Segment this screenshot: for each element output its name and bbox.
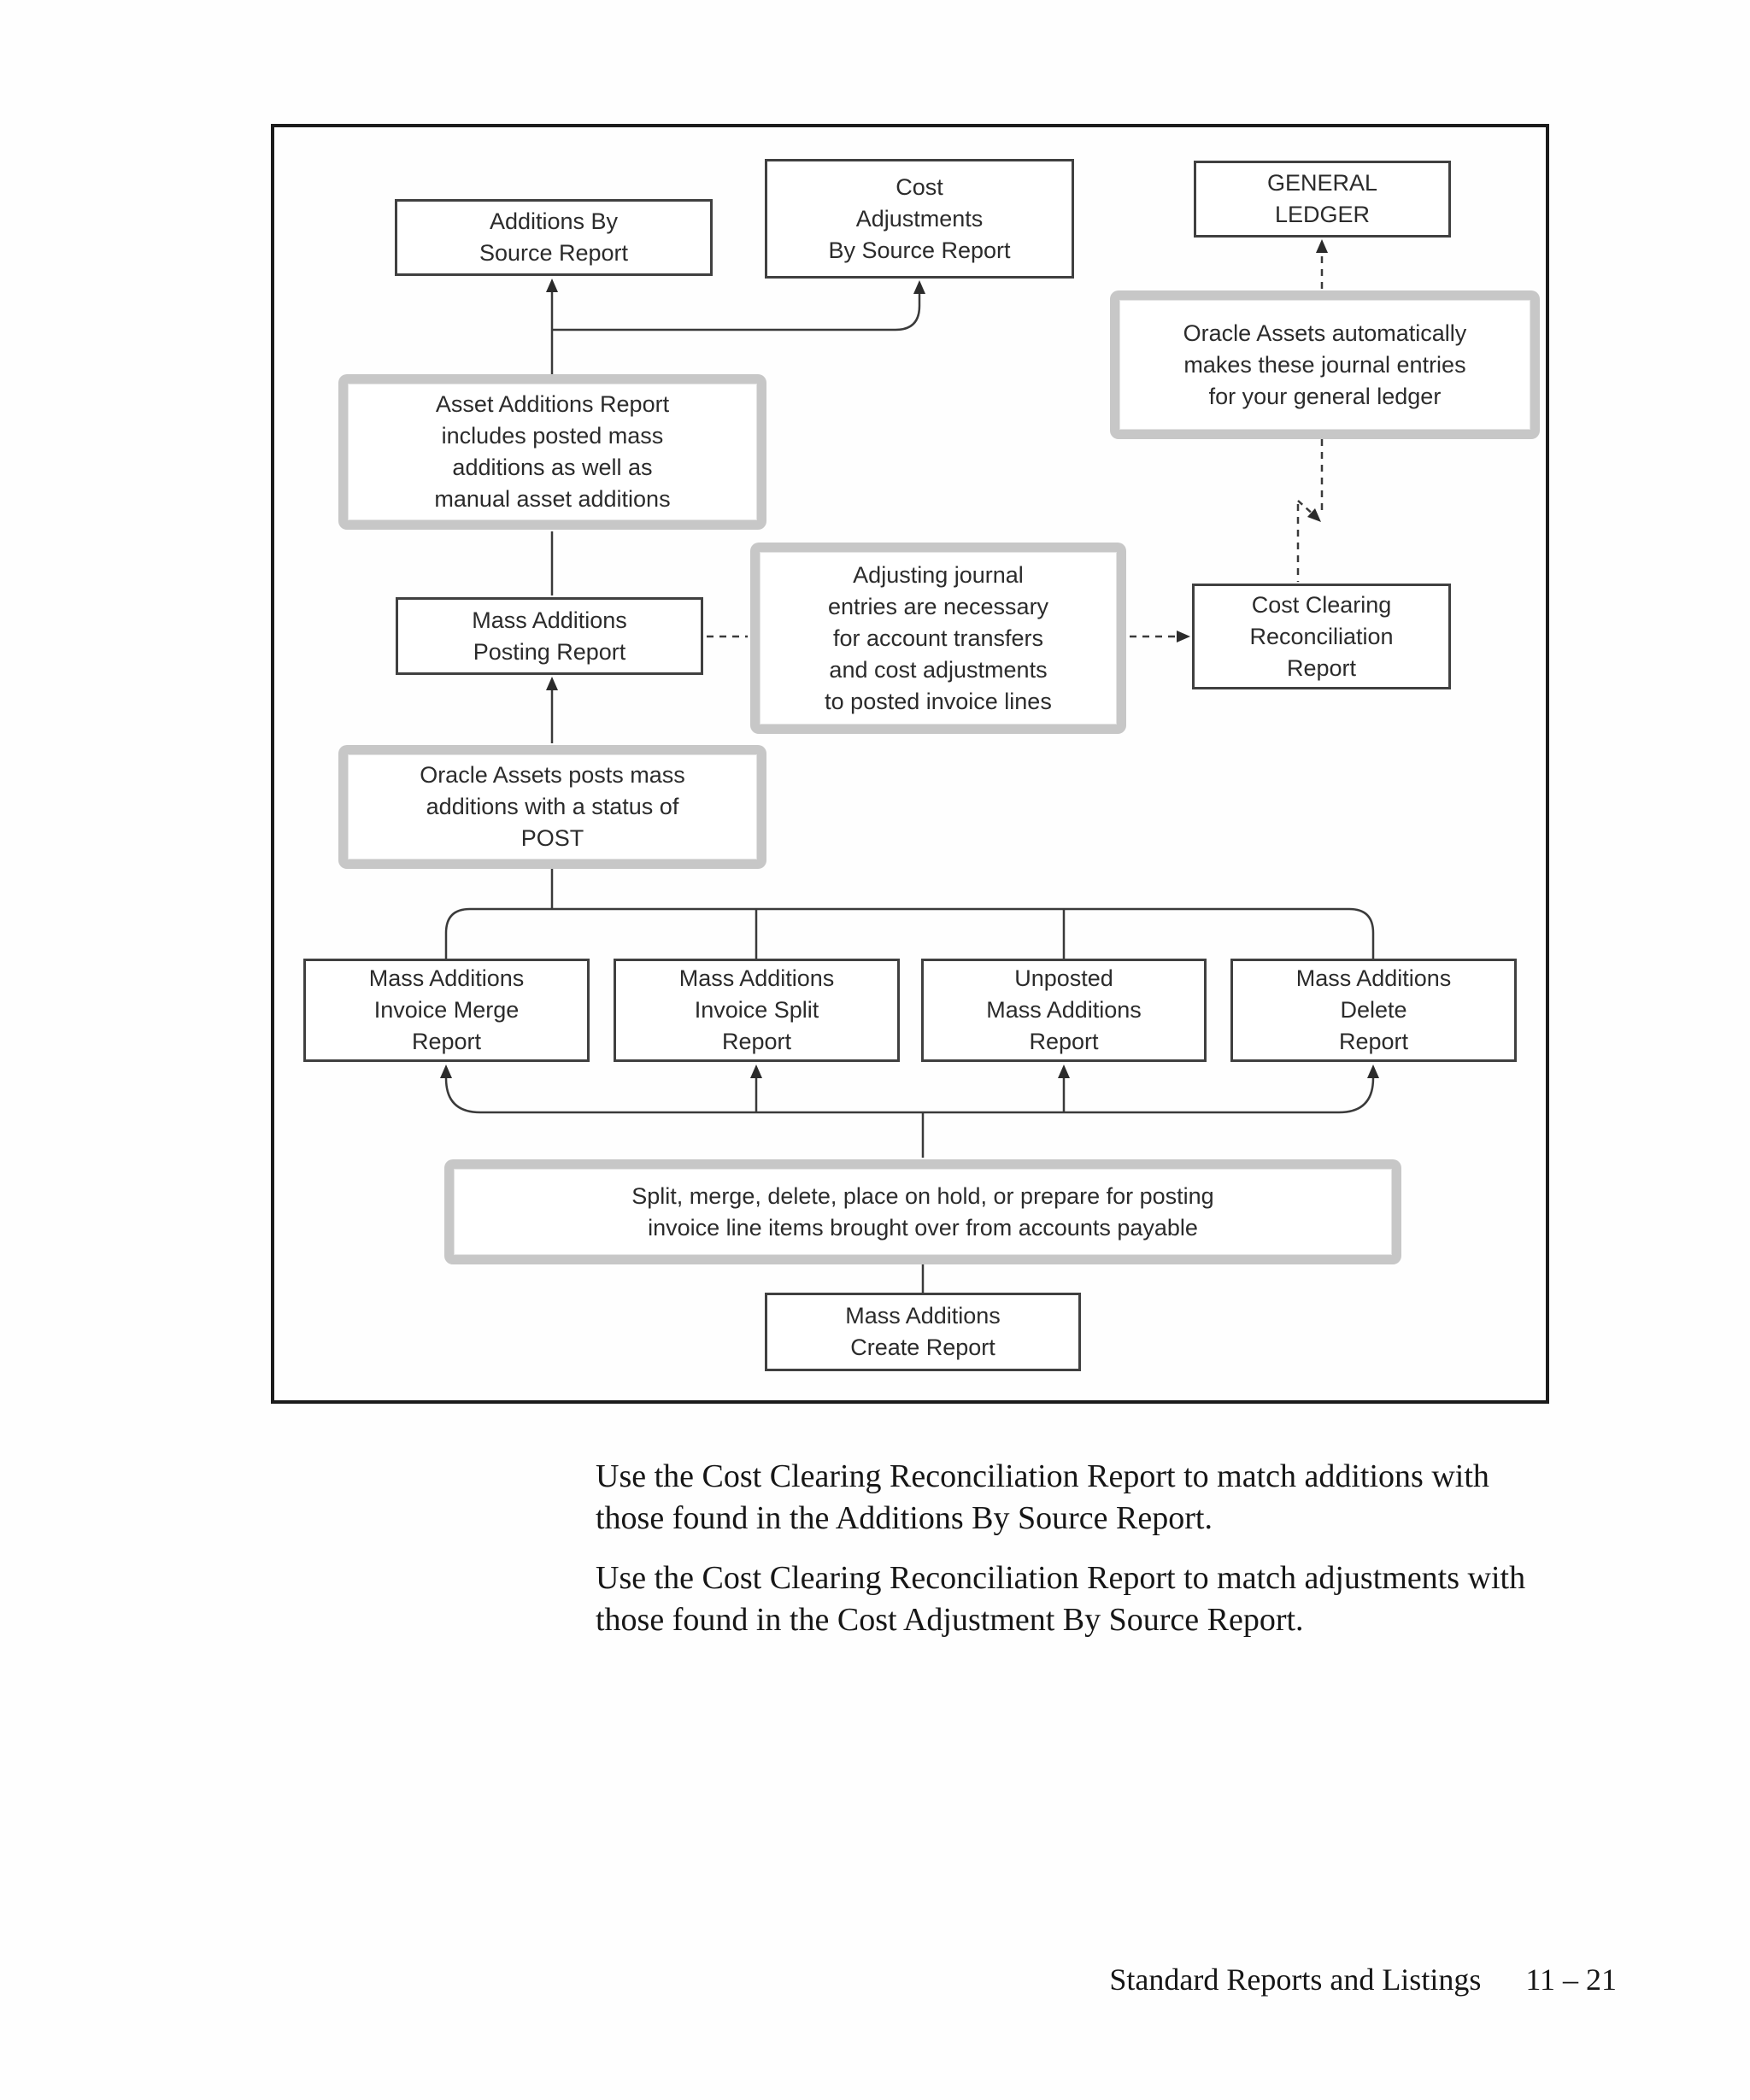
paragraph-additions: Use the Cost Clearing Reconciliation Rep… [596, 1456, 1647, 1540]
box-line: Cost [896, 173, 943, 200]
note-oracle-posts-mass-additions: Oracle Assets posts mass additions with … [338, 745, 766, 869]
paragraph-line: Use the Cost Clearing Reconciliation Rep… [596, 1458, 1489, 1494]
box-additions-by-source-report: Additions By Source Report [395, 199, 713, 276]
box-line: Delete [1340, 997, 1407, 1023]
note-line: manual asset additions [434, 486, 671, 512]
note-oracle-auto-journal-entries: Oracle Assets automatically makes these … [1110, 290, 1540, 439]
box-mass-additions-invoice-merge-report: Mass Additions Invoice Merge Report [303, 959, 590, 1062]
note-line: entries are necessary [827, 593, 1049, 619]
note-adjusting-journal-entries: Adjusting journal entries are necessary … [750, 543, 1126, 734]
footer-page-number: 11 – 21 [1525, 1962, 1617, 1997]
box-mass-additions-invoice-split-report: Mass Additions Invoice Split Report [614, 959, 900, 1062]
box-line: Invoice Split [694, 997, 819, 1023]
paragraph-line: those found in the Cost Adjustment By So… [596, 1602, 1304, 1638]
note-line: for your general ledger [1208, 383, 1442, 409]
paragraph-line: those found in the Additions By Source R… [596, 1500, 1213, 1536]
paragraph-line: Use the Cost Clearing Reconciliation Rep… [596, 1560, 1526, 1596]
note-line: includes posted mass [441, 423, 664, 449]
box-cost-clearing-reconciliation-report: Cost Clearing Reconciliation Report [1192, 584, 1451, 689]
note-line: for account transfers [832, 625, 1044, 651]
note-line: makes these journal entries [1183, 351, 1466, 378]
box-line: Posting Report [473, 638, 626, 665]
note-line: and cost adjustments [829, 656, 1048, 683]
box-line: Report [721, 1029, 792, 1054]
box-line: LEDGER [1274, 202, 1371, 227]
note-line: Oracle Assets automatically [1183, 320, 1467, 346]
note-line: invoice line items brought over from acc… [648, 1214, 1198, 1241]
body-text: Use the Cost Clearing Reconciliation Rep… [596, 1456, 1647, 1641]
box-line: Mass Additions [986, 997, 1142, 1023]
note-line: additions as well as [452, 455, 653, 480]
box-line: Report [411, 1029, 482, 1054]
page-footer: Standard Reports and Listings 11 – 21 [1109, 1962, 1617, 1997]
box-line: Invoice Merge [373, 997, 520, 1023]
note-line: Split, merge, delete, place on hold, or … [631, 1182, 1214, 1209]
box-mass-additions-posting-report: Mass Additions Posting Report [396, 597, 703, 675]
note-asset-additions-report: Asset Additions Report includes posted m… [338, 374, 766, 530]
box-general-ledger: GENERAL LEDGER [1194, 161, 1451, 238]
box-line: Reconciliation [1249, 623, 1394, 649]
box-line: By Source Report [828, 237, 1011, 263]
box-line: GENERAL [1266, 170, 1378, 196]
box-line: Mass Additions [472, 607, 627, 633]
box-mass-additions-create-report: Mass Additions Create Report [765, 1293, 1081, 1371]
note-line: Adjusting journal [853, 561, 1024, 588]
note-split-merge-delete: Split, merge, delete, place on hold, or … [444, 1159, 1401, 1264]
box-unposted-mass-additions-report: Unposted Mass Additions Report [921, 959, 1207, 1062]
box-line: Report [1286, 654, 1357, 681]
box-line: Adjustments [855, 205, 984, 232]
note-line: POST [520, 825, 584, 851]
box-line: Create Report [850, 1334, 995, 1360]
note-line: Oracle Assets posts mass [420, 762, 685, 788]
box-line: Mass Additions [1295, 965, 1452, 991]
box-cost-adjustments-by-source-report: Cost Adjustments By Source Report [765, 159, 1074, 279]
box-line: Report [1029, 1029, 1099, 1054]
note-line: to posted invoice lines [825, 688, 1052, 714]
box-line: Additions By [489, 208, 619, 234]
note-line: additions with a status of [426, 794, 679, 819]
diagram-border [271, 124, 1549, 1404]
box-line: Mass Additions [845, 1303, 1001, 1329]
box-line: Cost Clearing [1251, 591, 1392, 618]
note-line: Asset Additions Report [435, 391, 670, 417]
box-line: Source Report [479, 240, 629, 266]
box-line: Report [1338, 1029, 1409, 1054]
footer-section-title: Standard Reports and Listings [1109, 1962, 1482, 1997]
paragraph-adjustments: Use the Cost Clearing Reconciliation Rep… [596, 1557, 1647, 1641]
box-line: Mass Additions [368, 965, 525, 991]
box-line: Unposted [1014, 965, 1113, 991]
box-line: Mass Additions [678, 965, 835, 991]
box-mass-additions-delete-report: Mass Additions Delete Report [1230, 959, 1517, 1062]
